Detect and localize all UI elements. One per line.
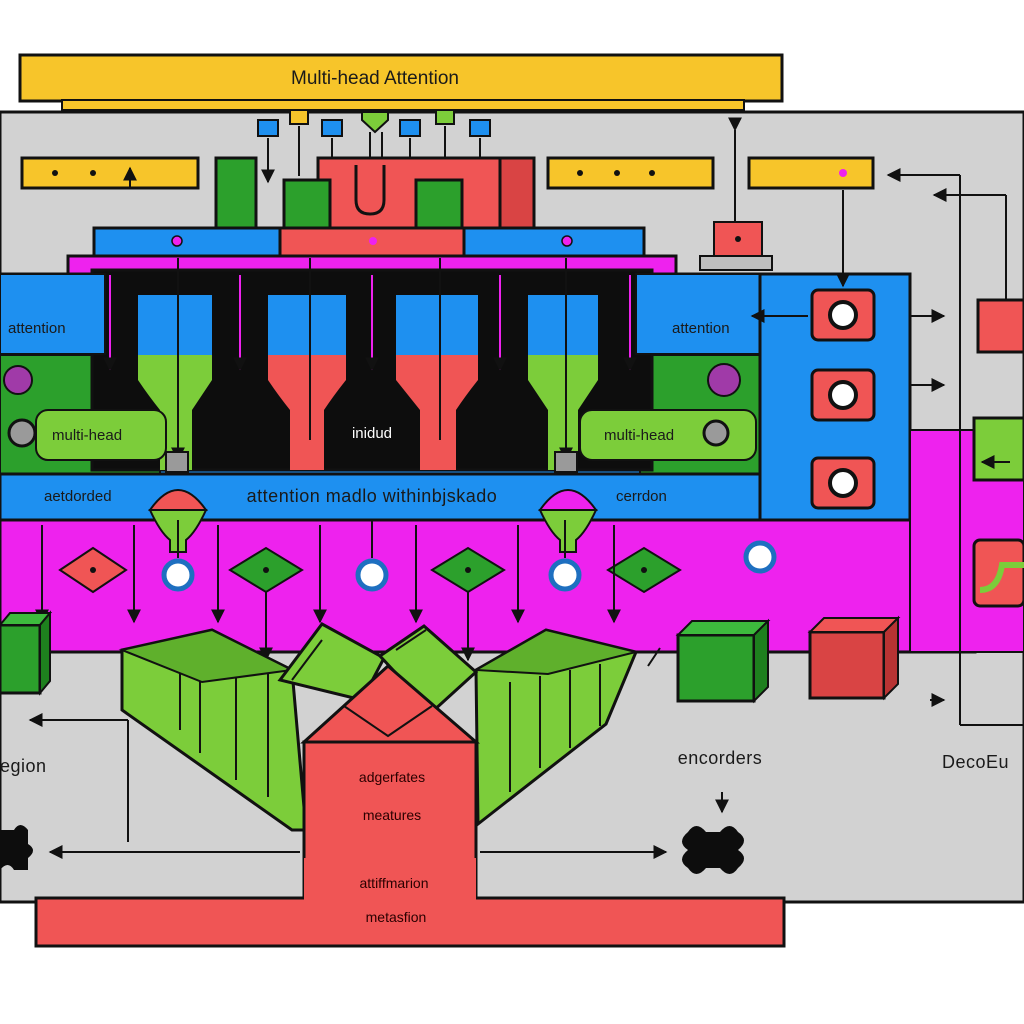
bottom-red-neck (304, 858, 476, 902)
decoder-column (886, 168, 1024, 726)
attention-left-label: attention (8, 320, 66, 337)
encoders-label: encorders (678, 748, 763, 768)
multihead-right-label: multi-head (604, 427, 674, 444)
diamond-markers (58, 546, 682, 594)
right-small-block (699, 117, 773, 271)
inidud-label: inidud (352, 425, 392, 442)
band-left-label: aetdorded (44, 488, 112, 505)
yellow-input-boxes (20, 156, 875, 190)
band-center-label: attention madlo withinbjskado (247, 486, 498, 506)
blue-query-bars (92, 226, 646, 258)
region-label: egion (0, 756, 47, 776)
blue-text-band (0, 472, 762, 522)
attention-left-box (0, 273, 106, 355)
attention-right-box (635, 273, 761, 355)
band-right-label: cerrdon (616, 488, 667, 505)
title-bar-base (61, 99, 745, 111)
lower-connections (28, 713, 729, 859)
attention-heads (90, 258, 654, 473)
green-wedge-blocks (118, 622, 639, 832)
right-node (702, 419, 730, 447)
block-line2: meatures (363, 807, 421, 823)
multihead-left-label: multi-head (52, 427, 122, 444)
bottom-red-bar (34, 896, 786, 948)
title-text: Multi-head Attention (291, 68, 459, 89)
left-node (7, 418, 37, 448)
bottom-line2: metasfion (366, 909, 427, 925)
cubes (0, 610, 946, 707)
attention-right-label: attention (672, 320, 730, 337)
descending-funnels (148, 489, 777, 592)
puzzle-icon-right (682, 826, 744, 874)
decoder-label: DecoEu (942, 752, 1009, 772)
title-bar (18, 53, 784, 103)
block-line1: adgerfates (359, 769, 425, 785)
bottom-line1: attiffmarion (360, 875, 429, 891)
puzzle-icon-left (0, 825, 33, 870)
magenta-down-arrows (35, 525, 621, 662)
